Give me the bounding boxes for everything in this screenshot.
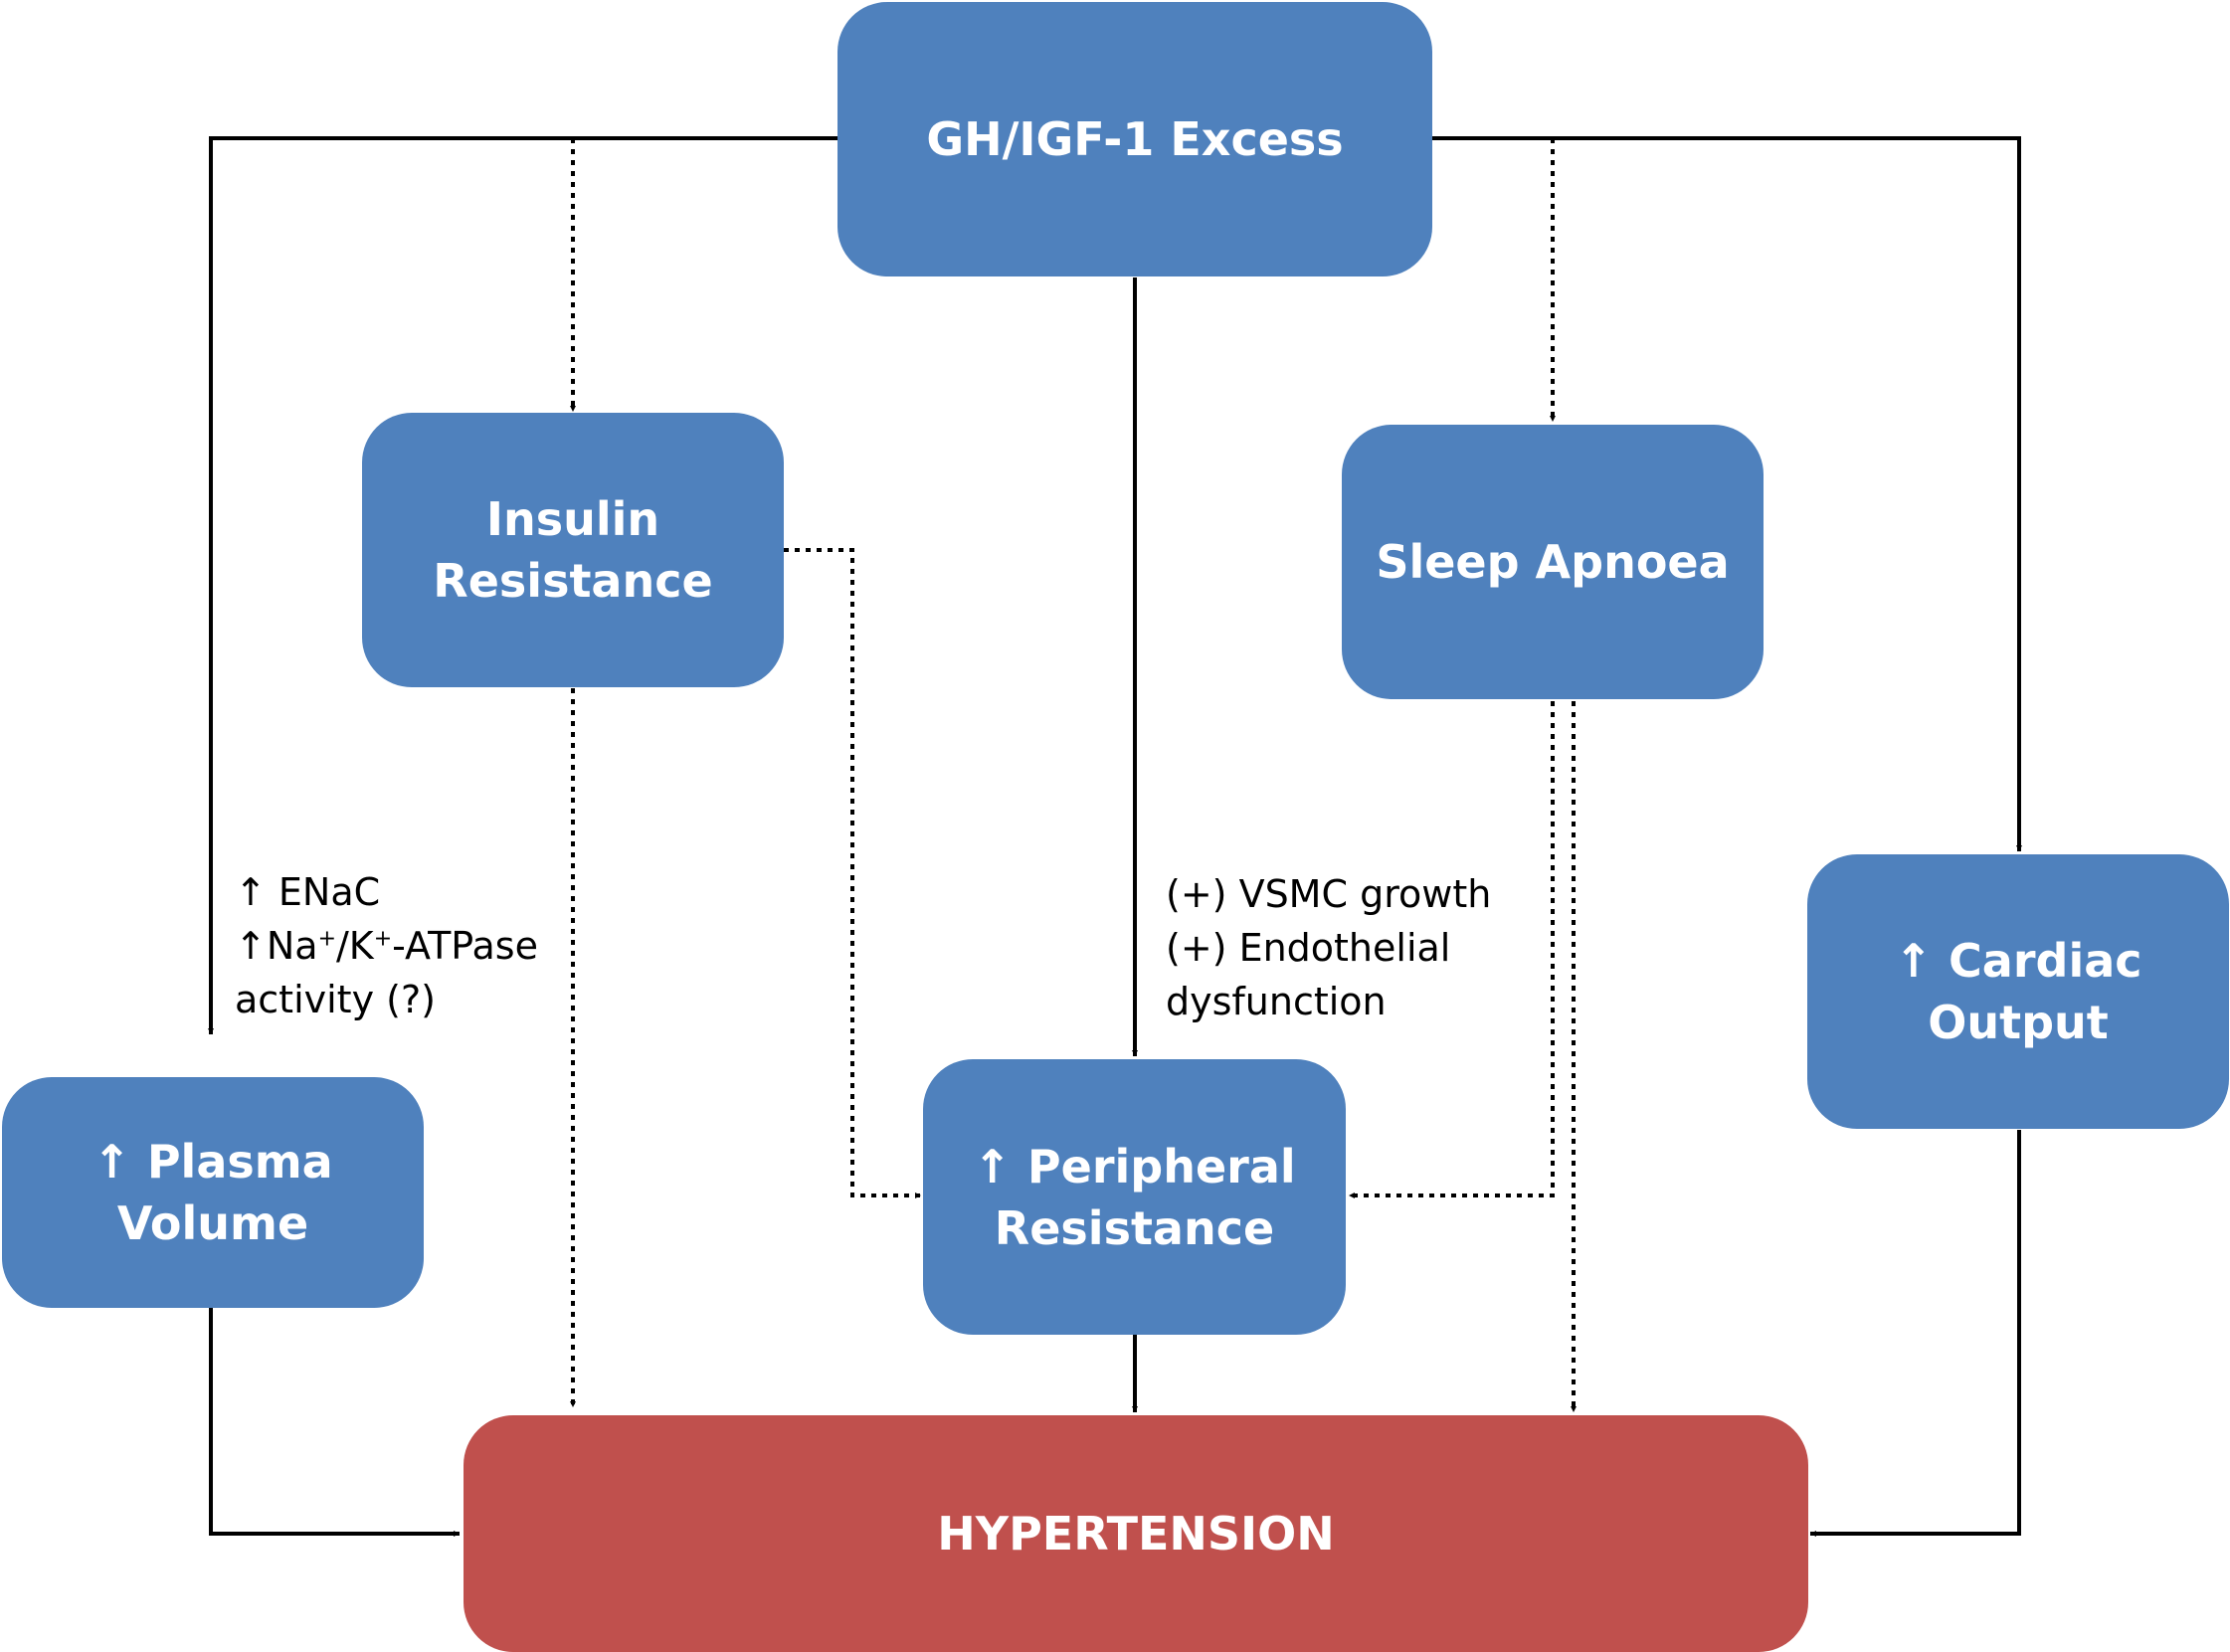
edge-gh-to-cardiac-output [1432,136,2022,851]
node-label-line: ↑ Plasma [93,1135,333,1189]
node-label-line: HYPERTENSION [937,1507,1335,1560]
node-label-line: Volume [116,1196,309,1250]
node-gh-igf1-excess: GH/IGF-1 Excess [837,2,1432,276]
node-label-line: Insulin [485,492,660,546]
annotation-line: dysfunction [1166,980,1387,1023]
node-label-line: ↑ Peripheral [973,1139,1296,1193]
node-label-line: GH/IGF-1 Excess [926,112,1344,166]
edge-plasma-volume-to-hypertension [209,1308,460,1537]
annotation-line-na-k-atpase: ↑Na+/K+-ATPase [235,924,538,968]
node-plasma-volume: ↑ Plasma Volume [2,1077,424,1308]
edge-insulin-to-peripheral-resistance [784,548,921,1198]
annotation-vascular-mechanism: (+) VSMC growth (+) Endothelial dysfunct… [1166,867,1491,1028]
node-label-line: Resistance [433,554,713,608]
node-hypertension: HYPERTENSION [464,1415,1808,1652]
annotation-line: activity (?) [235,978,436,1021]
node-label-line: Sleep Apnoea [1376,535,1730,589]
annotation-line: (+) VSMC growth [1166,872,1492,916]
edge-sleep-to-peripheral-resistance [1349,701,1555,1198]
node-label-line: ↑ Cardiac [1894,934,2142,988]
node-label-line: Output [1928,996,2109,1049]
node-insulin-resistance: Insulin Resistance [362,413,784,687]
annotation-line: ↑ ENaC [235,870,381,914]
edge-cardiac-output-to-hypertension [1810,1130,2021,1537]
edge-gh-to-plasma-volume [208,136,837,1034]
node-sleep-apnoea: Sleep Apnoea [1342,425,1764,699]
annotation-plasma-mechanism: ↑ ENaC ↑Na+/K+-ATPase activity (?) [235,865,538,1026]
node-cardiac-output: ↑ Cardiac Output [1807,854,2229,1129]
node-peripheral-resistance: ↑ Peripheral Resistance [923,1059,1346,1335]
node-label-line: Resistance [994,1200,1275,1255]
annotation-line: (+) Endothelial [1166,926,1451,970]
